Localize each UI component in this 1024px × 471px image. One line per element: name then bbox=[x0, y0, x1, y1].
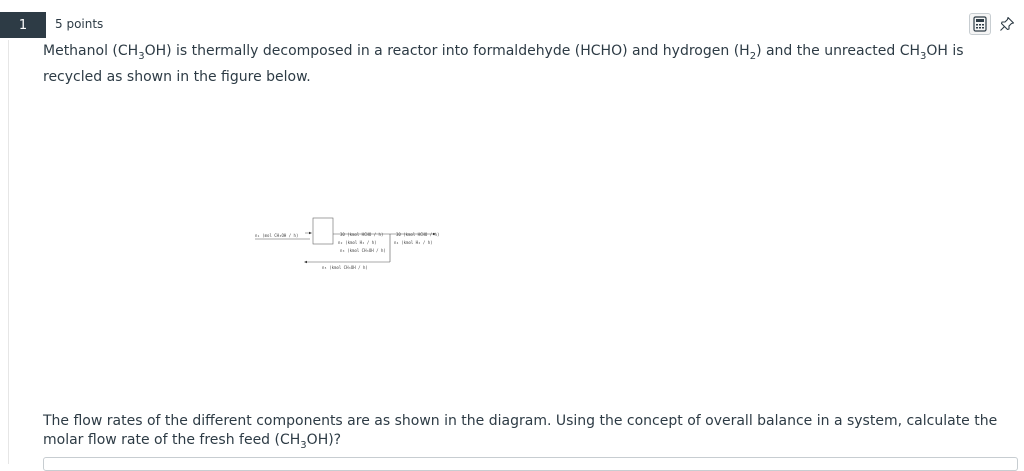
reactor-out-hcho: 30 (kmol HCHO / h) bbox=[340, 232, 383, 237]
question-points: 5 points bbox=[55, 17, 104, 31]
calculator-icon bbox=[973, 16, 987, 32]
question-left-border bbox=[8, 40, 9, 464]
reactor-out-h2: n₂ (kmol H₂ / h) bbox=[338, 240, 377, 245]
question-prompt: The flow rates of the different componen… bbox=[43, 413, 998, 451]
reactor-out-ch3oh: n₃ (kmol CH₃OH / h) bbox=[340, 248, 386, 253]
recycle-label: n₅ (kmol CH₃OH / h) bbox=[322, 265, 368, 270]
product-hcho: 30 (kmol HCHO / h) bbox=[396, 232, 439, 237]
process-flow-diagram: n₁ (mol CH₃OH / h) 30 (kmol HCHO / h) n₂… bbox=[255, 217, 439, 270]
reactor-box bbox=[312, 217, 334, 245]
pin-button[interactable] bbox=[996, 13, 1018, 35]
answer-input[interactable] bbox=[43, 457, 1018, 471]
feed-label: n₁ (mol CH₃OH / h) bbox=[255, 233, 298, 238]
calculator-button[interactable] bbox=[969, 13, 991, 35]
question-number: 1 bbox=[0, 12, 46, 38]
product-h2: n₄ (kmol H₂ / h) bbox=[394, 240, 433, 245]
pin-icon bbox=[1000, 16, 1015, 31]
question-text: Methanol (CH3OH) is thermally decomposed… bbox=[43, 43, 964, 85]
